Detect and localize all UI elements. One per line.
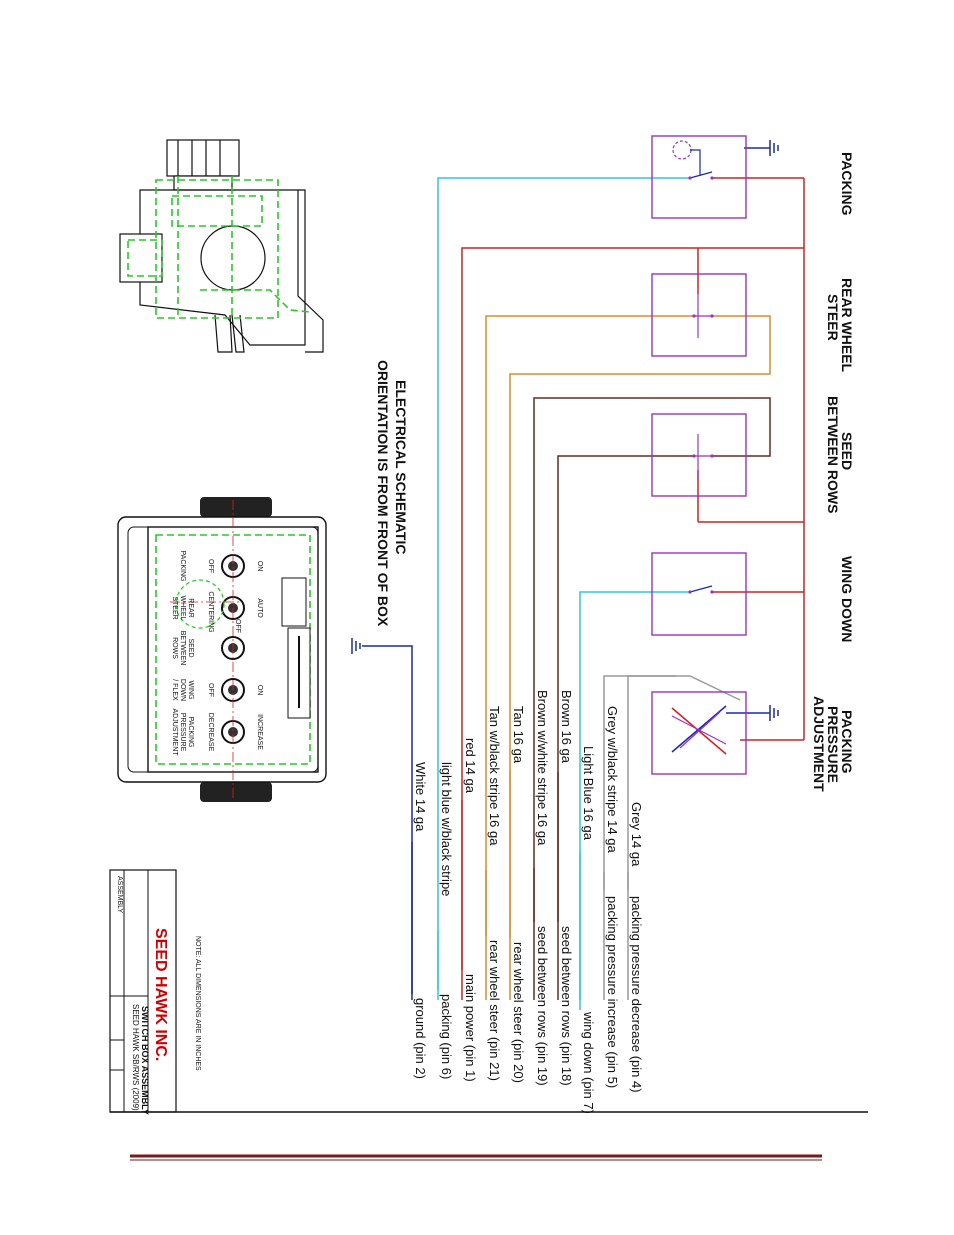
legend-row-tan-black: Tan w/black stripe 16 ga rear wheel steer…: [485, 706, 502, 1081]
label-sw2-a: REAR: [187, 598, 194, 617]
label-sw2-c: STEER: [171, 596, 178, 619]
svg-text:White 14 ga: White 14 ga: [413, 762, 428, 832]
label-sw5-c: ADJUSTMENT: [171, 708, 178, 756]
ground-symbol-2-icon: [744, 140, 779, 156]
svg-text:packing pressure increase (pin: packing pressure increase (pin 5): [605, 896, 620, 1088]
legend-row-brown: Brown 16 ga seed between rows (pin 18): [557, 690, 574, 1086]
wiring: [362, 177, 805, 1000]
header-wing-down: WING DOWN: [839, 556, 855, 642]
front-view-drawing: [117, 497, 327, 802]
wire-red-main: [461, 247, 804, 1000]
label-off-2: OFF: [234, 619, 241, 633]
header-rear-wheel-steer-1: REAR WHEEL: [839, 278, 855, 373]
label-increase: INCREASE: [256, 714, 263, 750]
label-off-1: OFF: [207, 559, 214, 573]
ground-symbol-3-icon: [744, 705, 779, 721]
title-block: SEED HAWK INC. NOTE: ALL DIMENSIONS ARE …: [109, 869, 201, 1115]
svg-text:seed between rows (pin 19): seed between rows (pin 19): [535, 926, 550, 1086]
wire-tan-black: [485, 315, 694, 1000]
svg-text:seed between rows (pin 18): seed between rows (pin 18): [559, 926, 574, 1086]
legend-row-lt-blue-blk: light blue w/black stripe packing (pin 6): [437, 762, 454, 1079]
header-seed-between-rows-2: BETWEEN ROWS: [825, 396, 841, 513]
switch-box-packing: [651, 135, 747, 219]
front-switch-1: [221, 554, 245, 578]
company-name: SEED HAWK INC.: [152, 928, 169, 1061]
label-centering: CENTERING: [207, 591, 214, 632]
wire-legend: Grey 14 ga packing pressure decrease (pin…: [411, 690, 644, 1114]
svg-text:Grey w/black stripe 14 ga: Grey w/black stripe 14 ga: [605, 706, 620, 853]
label-on-2: ON: [256, 685, 263, 696]
orientation-note-line1: ELECTRICAL SCHEMATIC: [393, 380, 409, 554]
label-sw5-a: PACKING: [187, 717, 194, 748]
wire-tan: [509, 315, 771, 1000]
wire-brown-white: [533, 397, 771, 1000]
wire-brown: [557, 455, 694, 1000]
label-auto: AUTO: [256, 598, 263, 618]
wire-grey: [627, 675, 741, 1000]
orientation-note-line2: ORIENTATION IS FROM FRONT OF BOX: [375, 360, 391, 627]
wire-white-ground: [362, 645, 413, 1000]
switch-box-rear-wheel-steer: [651, 273, 747, 357]
svg-text:Light Blue 16 ga: Light Blue 16 ga: [581, 746, 596, 841]
label-sw4-b: DOWN: [179, 679, 186, 701]
ground-symbol-1-icon: [351, 638, 361, 654]
svg-text:red 14 ga: red 14 ga: [463, 738, 478, 794]
legend-row-grey-black: Grey w/black stripe 14 ga packing pressur…: [603, 706, 620, 1088]
label-sw4-a: WING: [187, 680, 194, 699]
dimensions-note: NOTE: ALL DIMENSIONS ARE IN INCHES: [194, 936, 201, 1071]
label-off-3: OFF: [207, 683, 214, 697]
label-sw4-c: / FLEX: [171, 679, 178, 701]
legend-row-grey: Grey 14 ga packing pressure decrease (pin…: [627, 802, 644, 1093]
label-sw5-b: PRESSURE: [179, 713, 186, 752]
label-sw3-c: ROWS: [171, 637, 178, 659]
svg-text:Grey 14 ga: Grey 14 ga: [629, 802, 644, 867]
svg-text:light blue w/black stripe: light blue w/black stripe: [439, 762, 454, 896]
svg-text:rear wheel steer (pin 21): rear wheel steer (pin 21): [487, 940, 502, 1081]
svg-text:packing pressure decrease (pin: packing pressure decrease (pin 4): [629, 896, 644, 1093]
side-view-drawing: [119, 139, 324, 353]
header-ppa-2: PRESSURE: [825, 706, 841, 783]
drawing-title: SWITCH BOX ASSEMBLY: [140, 1006, 150, 1115]
assembly-label: ASSEMBLY: [116, 876, 123, 914]
legend-row-tan: Tan 16 ga rear wheel steer (pin 20): [509, 706, 526, 1083]
legend-row-light-blue: Light Blue 16 ga wing down (pin 7): [579, 746, 596, 1114]
legend-row-red: red 14 ga main power (pin 1): [461, 738, 478, 1082]
header-seed-between-rows-1: SEED: [839, 432, 855, 470]
label-sw2-b: WHEEL: [179, 596, 186, 621]
header-ppa-1: PACKING: [839, 710, 855, 774]
switch-headers: PACKING REAR WHEEL STEER SEED BETWEEN RO…: [811, 152, 855, 792]
svg-text:Brown 16 ga: Brown 16 ga: [559, 690, 574, 764]
label-sw1: PACKING: [179, 551, 186, 582]
header-rear-wheel-steer-2: STEER: [825, 294, 841, 341]
drawing-subtitle: SEED HAWK SB/RWS (2009): [131, 1004, 140, 1111]
header-ppa-3: ADJUSTMENT: [811, 696, 827, 792]
svg-text:Brown w/white stripe 16 ga: Brown w/white stripe 16 ga: [535, 690, 550, 846]
legend-row-brown-white: Brown w/white stripe 16 ga seed between r…: [533, 690, 550, 1086]
svg-text:wing down (pin 7): wing down (pin 7): [581, 1011, 596, 1114]
wire-light-blue-black: [437, 177, 690, 1000]
svg-text:packing (pin 6): packing (pin 6): [439, 994, 454, 1079]
svg-text:Tan 16 ga: Tan 16 ga: [511, 706, 526, 764]
switch-box-seed-between-rows: [651, 413, 747, 497]
label-sw3-a: SEED: [187, 638, 194, 657]
switch-box-wing-down: [651, 552, 747, 636]
side-view-internal-outline: [127, 176, 311, 319]
svg-text:main power (pin 1): main power (pin 1): [463, 974, 478, 1082]
header-packing: PACKING: [839, 152, 855, 216]
label-sw3-b: BETWEEN: [179, 631, 186, 666]
svg-text:Tan w/black stripe 16 ga: Tan w/black stripe 16 ga: [487, 706, 502, 846]
svg-text:rear wheel steer (pin 20): rear wheel steer (pin 20): [511, 942, 526, 1083]
label-on-1: ON: [256, 561, 263, 572]
legend-row-white: White 14 ga ground (pin 2): [411, 762, 428, 1079]
label-decrease: DECREASE: [207, 713, 214, 752]
switch-box-packing-pressure-adjustment: [651, 691, 747, 775]
svg-text:ground (pin 2): ground (pin 2): [413, 998, 428, 1079]
front-panel-labels: ON OFF AUTO CENTERING OFF ON OFF INCREAS…: [171, 551, 263, 757]
